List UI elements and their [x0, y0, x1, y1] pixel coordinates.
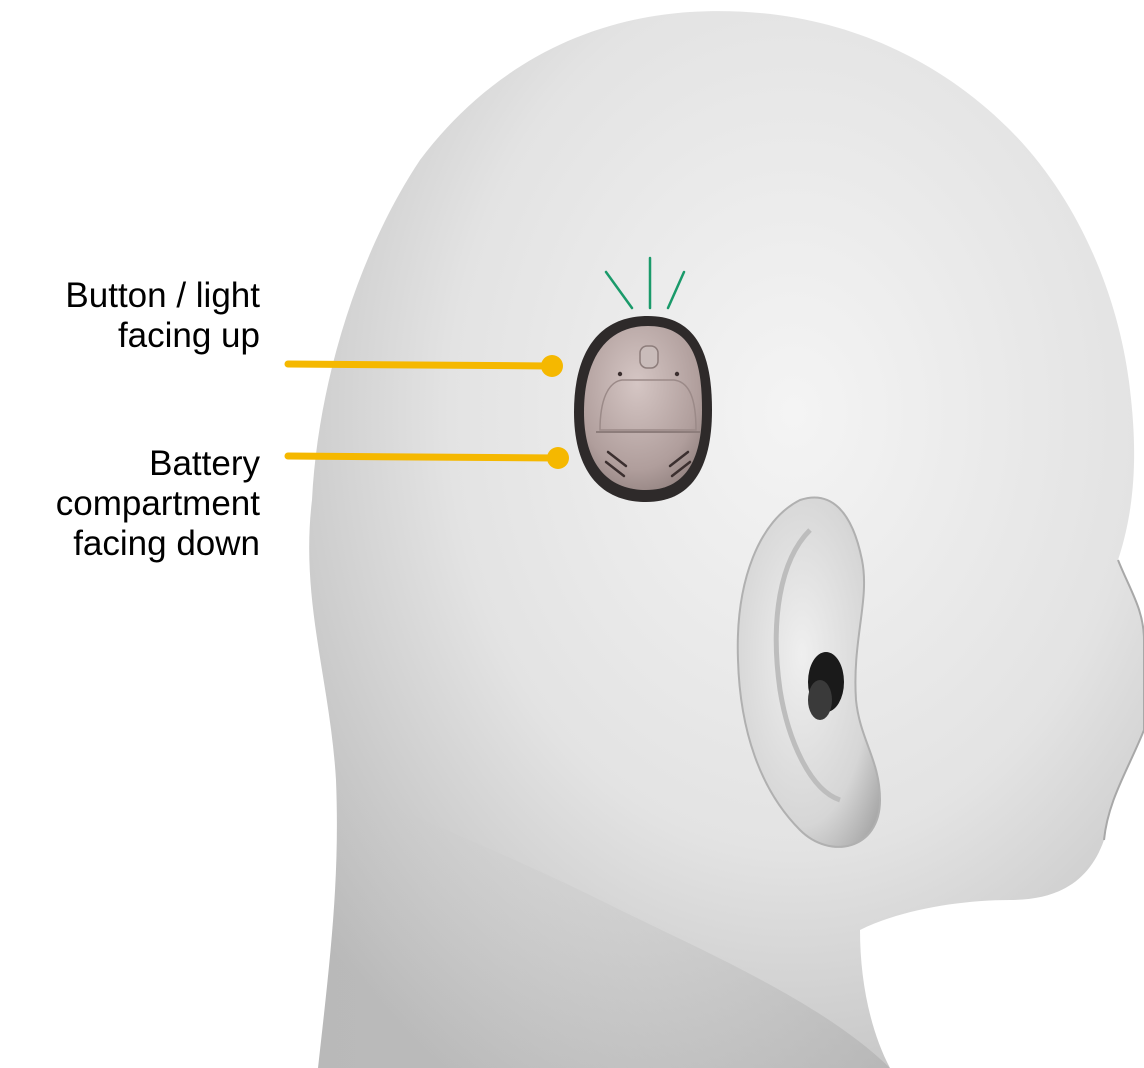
battery-label-line-1: Battery: [56, 444, 260, 484]
head-silhouette-icon: [309, 11, 1144, 1068]
battery-compartment-callout-label: Battery compartment facing down: [56, 444, 260, 564]
battery-label-line-3: facing down: [56, 524, 260, 564]
sound-processor-icon: [574, 316, 712, 502]
button-light-callout-label: Button / light facing up: [65, 276, 260, 356]
battery-label-line-2: compartment: [56, 484, 260, 524]
button-light-label-line-2: facing up: [65, 316, 260, 356]
button-light-label-line-1: Button / light: [65, 276, 260, 316]
